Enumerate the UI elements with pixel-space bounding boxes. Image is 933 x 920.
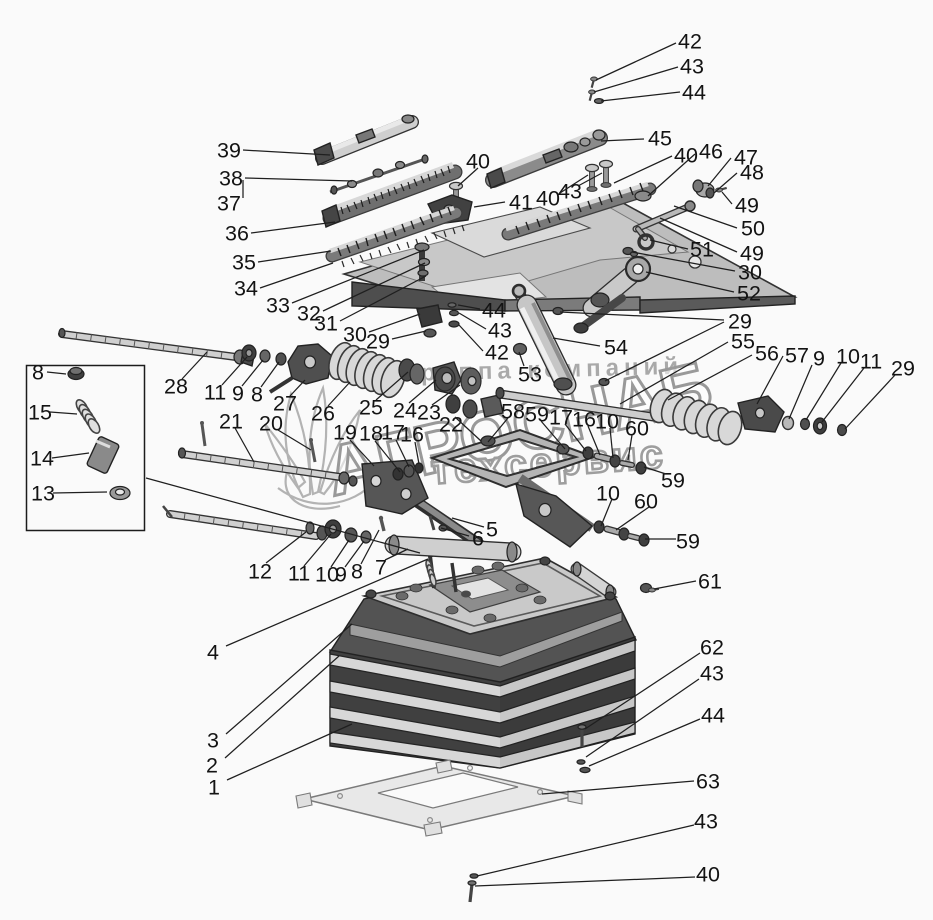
svg-text:16: 16 xyxy=(572,408,596,432)
svg-text:61: 61 xyxy=(698,570,722,594)
svg-text:26: 26 xyxy=(311,402,335,426)
svg-text:50: 50 xyxy=(741,217,765,241)
svg-text:40: 40 xyxy=(536,187,560,211)
svg-text:10: 10 xyxy=(315,563,339,587)
svg-text:16: 16 xyxy=(400,423,424,447)
svg-text:8: 8 xyxy=(32,361,44,385)
svg-text:57: 57 xyxy=(785,344,809,368)
svg-text:17: 17 xyxy=(549,406,573,430)
svg-text:3: 3 xyxy=(207,729,219,753)
svg-text:43: 43 xyxy=(558,180,582,204)
svg-text:45: 45 xyxy=(648,127,672,151)
svg-text:49: 49 xyxy=(740,242,764,266)
svg-text:47: 47 xyxy=(734,146,758,170)
svg-text:21: 21 xyxy=(219,410,243,434)
svg-text:43: 43 xyxy=(488,319,512,343)
svg-text:40: 40 xyxy=(674,144,698,168)
svg-text:33: 33 xyxy=(266,294,290,318)
svg-text:10: 10 xyxy=(596,482,620,506)
svg-text:42: 42 xyxy=(485,341,509,365)
svg-text:30: 30 xyxy=(738,261,762,285)
svg-text:63: 63 xyxy=(696,770,720,794)
svg-text:10: 10 xyxy=(836,345,860,369)
svg-text:31: 31 xyxy=(314,312,338,336)
svg-text:19: 19 xyxy=(333,421,357,445)
svg-text:53: 53 xyxy=(518,363,542,387)
svg-text:59: 59 xyxy=(525,403,549,427)
svg-text:9: 9 xyxy=(335,563,347,587)
svg-text:28: 28 xyxy=(164,375,188,399)
svg-text:9: 9 xyxy=(813,347,825,371)
svg-text:30: 30 xyxy=(343,323,367,347)
svg-text:35: 35 xyxy=(232,251,256,275)
svg-text:37: 37 xyxy=(217,192,241,216)
svg-text:9: 9 xyxy=(232,382,244,406)
svg-text:43: 43 xyxy=(680,55,704,79)
svg-text:23: 23 xyxy=(417,401,441,425)
svg-text:41: 41 xyxy=(509,191,533,215)
svg-text:29: 29 xyxy=(366,330,390,354)
svg-text:56: 56 xyxy=(755,342,779,366)
svg-text:10: 10 xyxy=(595,410,619,434)
svg-text:59: 59 xyxy=(676,530,700,554)
svg-text:18: 18 xyxy=(359,422,383,446)
svg-text:24: 24 xyxy=(393,399,417,423)
svg-text:12: 12 xyxy=(248,560,272,584)
svg-text:20: 20 xyxy=(259,412,283,436)
svg-text:60: 60 xyxy=(625,417,649,441)
svg-text:49: 49 xyxy=(735,194,759,218)
svg-text:44: 44 xyxy=(482,299,506,323)
svg-text:25: 25 xyxy=(359,396,383,420)
svg-text:29: 29 xyxy=(891,357,915,381)
svg-text:40: 40 xyxy=(466,150,490,174)
svg-text:11: 11 xyxy=(288,562,310,586)
svg-text:32: 32 xyxy=(297,302,321,326)
svg-text:62: 62 xyxy=(700,636,724,660)
svg-text:40: 40 xyxy=(696,863,720,887)
svg-text:39: 39 xyxy=(217,139,241,163)
svg-text:59: 59 xyxy=(661,469,685,493)
svg-text:2: 2 xyxy=(206,754,218,778)
svg-text:1: 1 xyxy=(208,776,220,800)
svg-text:13: 13 xyxy=(31,482,55,506)
svg-text:29: 29 xyxy=(728,310,752,334)
svg-text:52: 52 xyxy=(737,282,761,306)
svg-text:8: 8 xyxy=(351,560,363,584)
svg-text:11: 11 xyxy=(860,350,882,374)
svg-text:54: 54 xyxy=(604,336,628,360)
svg-text:34: 34 xyxy=(234,277,258,301)
svg-text:7: 7 xyxy=(375,556,387,580)
svg-text:43: 43 xyxy=(694,810,718,834)
svg-text:8: 8 xyxy=(251,383,263,407)
svg-text:42: 42 xyxy=(678,30,702,54)
svg-text:36: 36 xyxy=(225,222,249,246)
svg-text:58: 58 xyxy=(501,400,525,424)
svg-text:43: 43 xyxy=(700,662,724,686)
svg-text:55: 55 xyxy=(731,330,755,354)
svg-text:17: 17 xyxy=(381,421,405,445)
svg-text:46: 46 xyxy=(699,140,723,164)
svg-text:5: 5 xyxy=(486,518,498,542)
svg-text:51: 51 xyxy=(690,238,714,262)
svg-text:14: 14 xyxy=(30,447,54,471)
svg-text:44: 44 xyxy=(682,81,706,105)
svg-text:60: 60 xyxy=(634,490,658,514)
svg-text:38: 38 xyxy=(219,167,243,191)
svg-text:48: 48 xyxy=(740,161,764,185)
svg-text:11: 11 xyxy=(204,381,226,405)
svg-text:15: 15 xyxy=(28,401,52,425)
svg-text:27: 27 xyxy=(273,392,297,416)
svg-text:22: 22 xyxy=(439,413,463,437)
svg-text:44: 44 xyxy=(701,704,725,728)
svg-text:6: 6 xyxy=(472,527,484,551)
svg-text:4: 4 xyxy=(207,641,219,665)
